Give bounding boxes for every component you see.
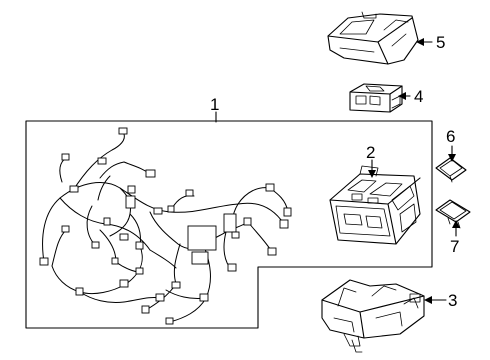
mini-fuse-6	[435, 157, 467, 183]
lower-box-bracket	[321, 279, 425, 353]
leader-lines	[215, 38, 460, 304]
box-cover	[327, 11, 419, 65]
harness-frame	[25, 120, 433, 329]
fuse-relay-box	[329, 165, 421, 245]
callout-5: 5	[436, 33, 445, 52]
callout-7: 7	[450, 237, 459, 256]
callout-labels: 1 2 3 4 5 6 7	[210, 33, 459, 310]
relay-module	[349, 83, 403, 113]
harness-group	[25, 120, 433, 329]
callout-2: 2	[366, 143, 375, 162]
harness-connectors	[39, 127, 292, 325]
callout-1: 1	[210, 95, 219, 114]
callout-6: 6	[446, 127, 455, 146]
callout-4: 4	[414, 87, 423, 106]
mini-fuse-7	[435, 199, 471, 229]
callout-3: 3	[448, 291, 457, 310]
